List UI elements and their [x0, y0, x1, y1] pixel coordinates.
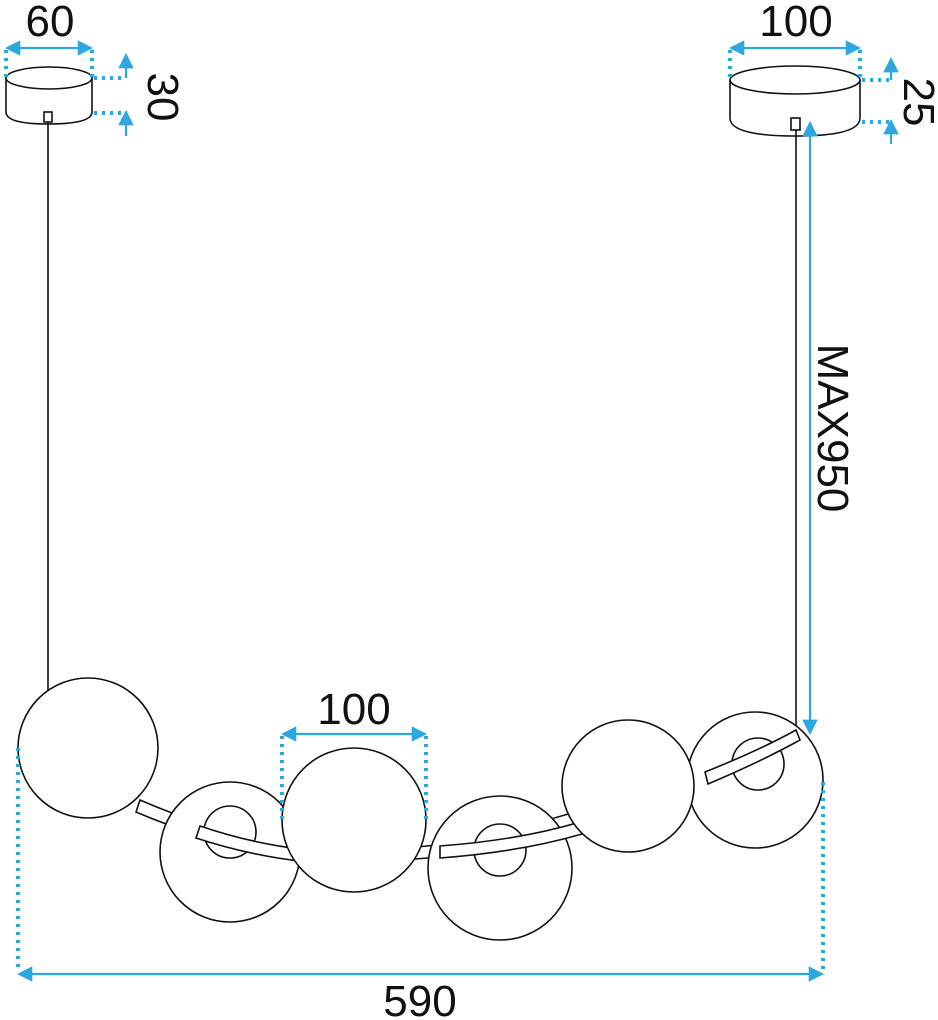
label-cable-length: MAX950: [808, 344, 857, 513]
label-left-height: 30: [138, 73, 187, 122]
dim-right-width: [728, 40, 862, 80]
dim-left-width: [4, 40, 94, 78]
dim-globe-diameter: [280, 726, 428, 820]
label-right-width: 100: [759, 0, 832, 46]
dim-total-width: [16, 748, 825, 982]
dim-right-height: [862, 56, 899, 144]
globe: [17, 677, 159, 819]
dim-left-height: [94, 52, 134, 136]
label-left-width: 60: [26, 0, 75, 46]
right-canopy: [729, 65, 861, 137]
label-right-height: 25: [894, 78, 938, 127]
label-total-width: 590: [383, 977, 456, 1020]
globe: [561, 719, 695, 853]
left-canopy: [5, 66, 93, 125]
label-globe-diameter: 100: [317, 685, 390, 734]
globe: [281, 747, 427, 893]
